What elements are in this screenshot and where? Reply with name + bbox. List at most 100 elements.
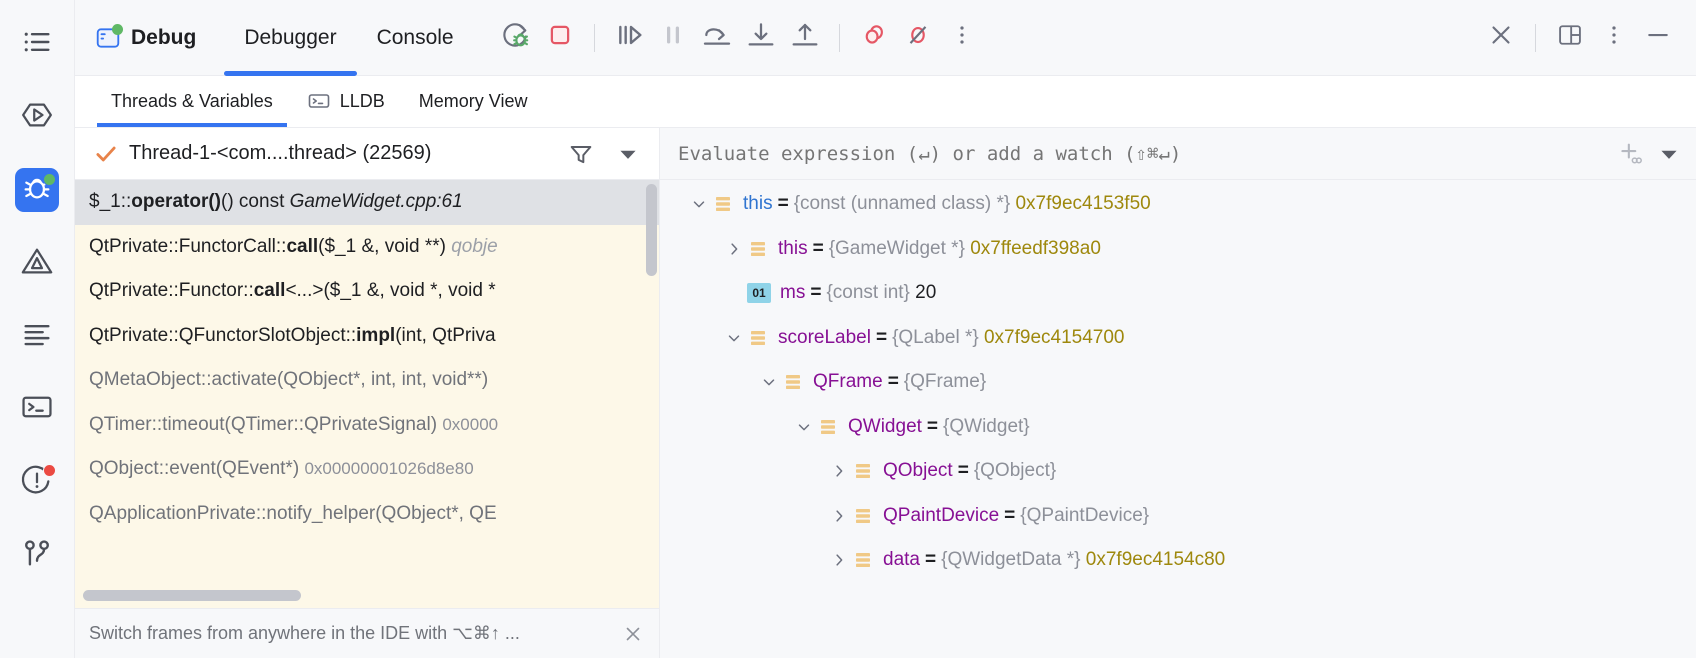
chevron-down-icon[interactable] <box>611 141 645 167</box>
frame-row[interactable]: QApplicationPrivate::notify_helper(QObje… <box>75 492 659 537</box>
chevron-right-icon[interactable] <box>826 551 852 569</box>
step-over-button[interactable] <box>697 18 737 58</box>
frame-row[interactable]: QTimer::timeout(QTimer::QPrivateSignal) … <box>75 403 659 448</box>
frames-pane: Thread-1-<com....thread> (22569) <box>75 128 660 658</box>
frame-args: () const <box>221 191 285 213</box>
activity-item-run[interactable] <box>15 95 59 139</box>
debug-session-title: Debug <box>95 23 196 51</box>
close-button[interactable] <box>1481 18 1521 58</box>
more-options-button[interactable] <box>942 18 982 58</box>
variable-row[interactable]: QFrame = {QFrame} <box>660 360 1696 405</box>
variable-name: QPaintDevice <box>883 504 1000 526</box>
chevron-down-icon[interactable] <box>756 373 782 391</box>
frame-address: 0x0000 <box>442 414 499 434</box>
variable-type: {QPaintDevice} <box>1020 504 1150 526</box>
chevron-down-icon[interactable] <box>1656 141 1682 167</box>
subtab-lldb[interactable]: LLDB <box>293 75 399 127</box>
pause-icon <box>658 20 688 55</box>
activity-item-terminal[interactable] <box>15 387 59 431</box>
frames-horizontal-scrollbar[interactable] <box>83 590 301 601</box>
variable-row[interactable]: QPaintDevice = {QPaintDevice} <box>660 494 1696 539</box>
equals-sign: = <box>777 193 789 215</box>
rerun-debug-button[interactable] <box>496 18 536 58</box>
struct-icon <box>782 373 804 391</box>
resume-button[interactable] <box>609 18 649 58</box>
variable-type: {QLabel *} <box>892 326 979 348</box>
chevron-right-icon[interactable] <box>826 462 852 480</box>
layout-button[interactable] <box>1550 18 1590 58</box>
equals-sign: = <box>875 326 888 348</box>
variable-name: QWidget <box>848 415 922 437</box>
frame-row[interactable]: QObject::event(QEvent*) 0x00000001026d8e… <box>75 447 659 492</box>
chevron-down-icon[interactable] <box>721 329 747 347</box>
tab-console-label: Console <box>376 25 454 49</box>
tab-console[interactable]: Console <box>357 0 474 76</box>
step-out-button[interactable] <box>785 18 825 58</box>
evaluate-expression-input[interactable] <box>676 141 1604 166</box>
stop-button[interactable] <box>540 18 580 58</box>
activity-item-problems[interactable] <box>15 241 59 285</box>
frames-vertical-scrollbar[interactable] <box>646 184 657 276</box>
variable-row[interactable]: 01 ms = {const int} 20 <box>660 271 1696 316</box>
bulleted-list-icon <box>20 25 54 64</box>
thread-selector[interactable]: Thread-1-<com....thread> (22569) <box>75 128 659 180</box>
step-into-button[interactable] <box>741 18 781 58</box>
window-controls <box>1481 18 1678 58</box>
frame-namespace: $_1:: <box>89 191 132 213</box>
branch-icon <box>20 536 54 575</box>
variables-tree[interactable]: this = {const (unnamed class) *} 0x7f9ec… <box>660 180 1696 658</box>
stack-frames-list[interactable]: $_1::operator()() const GameWidget.cpp:6… <box>75 180 659 586</box>
activity-item-project-list[interactable] <box>15 22 59 66</box>
funnel-icon[interactable] <box>561 140 601 168</box>
pause-button[interactable] <box>653 18 693 58</box>
chevron-right-icon[interactable] <box>721 240 747 258</box>
minimize-button[interactable] <box>1638 18 1678 58</box>
chevron-down-icon[interactable] <box>686 195 712 213</box>
main-area: Debug Debugger Console <box>75 0 1696 658</box>
chevron-down-icon[interactable] <box>791 418 817 436</box>
debug-active-badge <box>43 173 56 186</box>
add-watch-icon[interactable] <box>1616 140 1644 168</box>
close-icon[interactable] <box>621 622 645 646</box>
thread-name-label: Thread-1-<com....thread> (22569) <box>129 142 432 164</box>
activity-item-structure[interactable] <box>15 314 59 358</box>
variable-row[interactable]: scoreLabel = {QLabel *} 0x7f9ec4154700 <box>660 316 1696 361</box>
variable-row[interactable]: data = {QWidgetData *} 0x7f9ec4154c80 <box>660 538 1696 583</box>
variable-row[interactable]: QObject = {QObject} <box>660 449 1696 494</box>
subtab-threads-label: Threads & Variables <box>111 90 273 111</box>
int-icon: 01 <box>747 283 771 304</box>
warning-triangle-icon <box>20 244 54 283</box>
variable-type: {QFrame} <box>903 371 987 393</box>
subtab-lldb-label: LLDB <box>339 90 385 111</box>
variable-value: 0x7f9ec4154c80 <box>1085 549 1226 571</box>
subtab-threads-and-variables[interactable]: Threads & Variables <box>97 75 287 127</box>
evaluate-expression-bar <box>660 128 1696 180</box>
activity-item-version-control[interactable] <box>15 533 59 577</box>
lines-icon <box>20 317 54 356</box>
variable-type: {QWidgetData *} <box>941 549 1081 571</box>
equals-sign: = <box>887 371 899 393</box>
frame-row[interactable]: QMetaObject::activate(QObject*, int, int… <box>75 358 659 403</box>
vertical-dots-icon <box>949 22 975 53</box>
variable-row[interactable]: QWidget = {QWidget} <box>660 405 1696 450</box>
toolbar-separator-1 <box>593 23 595 52</box>
chevron-right-icon[interactable] <box>826 507 852 525</box>
frame-row[interactable]: $_1::operator()() const GameWidget.cpp:6… <box>75 180 659 225</box>
exclamation-circle-icon <box>20 463 54 502</box>
activity-item-notifications[interactable] <box>15 460 59 504</box>
activity-item-debug[interactable] <box>15 168 59 212</box>
resume-icon <box>613 19 645 56</box>
view-breakpoints-button[interactable] <box>854 18 894 58</box>
variable-row[interactable]: this = {const (unnamed class) *} 0x7f9ec… <box>660 182 1696 227</box>
variable-row[interactable]: this = {GameWidget *} 0x7ffeedf398a0 <box>660 227 1696 272</box>
mute-breakpoints-button[interactable] <box>898 18 938 58</box>
frame-row[interactable]: QtPrivate::Functor::call<...>($_1 &, voi… <box>75 269 659 314</box>
frame-row[interactable]: QtPrivate::FunctorCall::call($_1 &, void… <box>75 225 659 270</box>
minus-icon <box>1643 20 1673 55</box>
window-options-button[interactable] <box>1594 18 1634 58</box>
frame-row[interactable]: QtPrivate::QFunctorSlotObject::impl(int,… <box>75 314 659 359</box>
subtab-memory-view[interactable]: Memory View <box>405 75 542 127</box>
tab-debugger[interactable]: Debugger <box>224 0 357 76</box>
struct-icon <box>712 195 734 213</box>
struct-icon <box>747 329 769 347</box>
